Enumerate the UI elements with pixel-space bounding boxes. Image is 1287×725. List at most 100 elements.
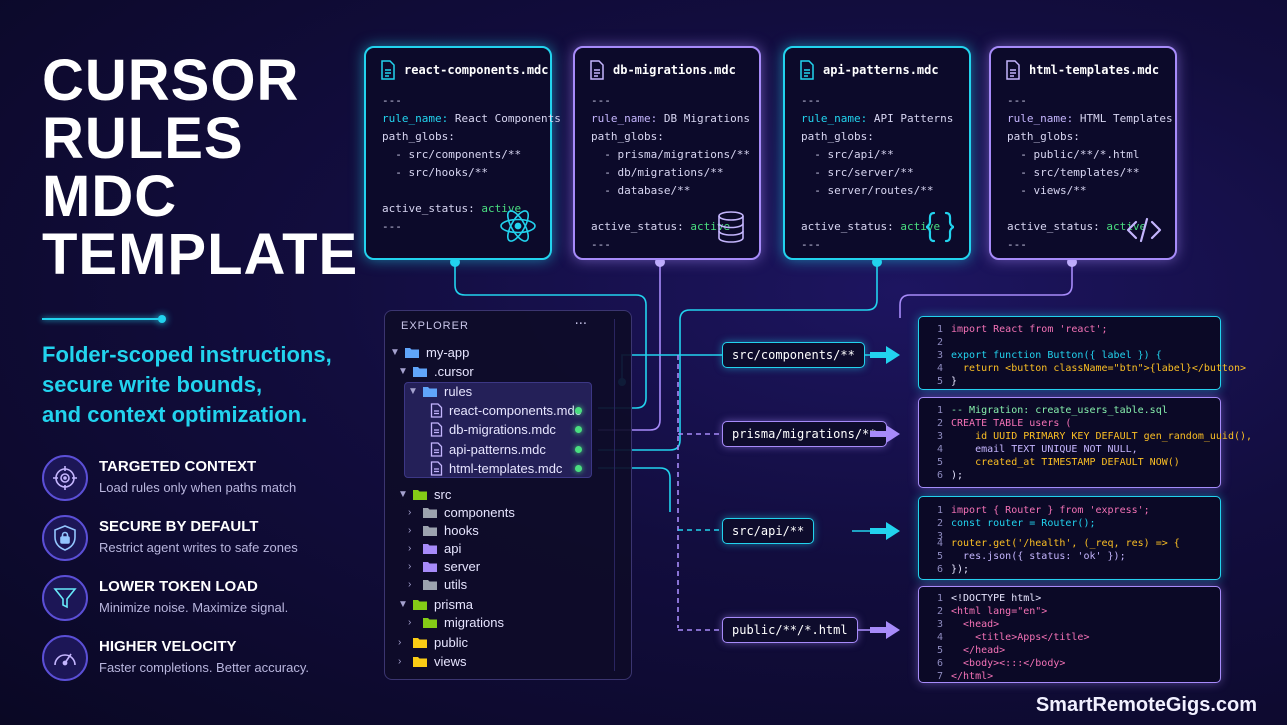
tree-label: db-migrations.mdc <box>449 421 556 437</box>
tree-item-components[interactable]: › components <box>408 503 515 521</box>
file-icon <box>430 402 443 418</box>
folder-icon <box>423 617 437 628</box>
explorer-header: EXPLORER <box>401 320 469 332</box>
tree-item-react-components-mdc[interactable]: react-components.mdc <box>430 401 581 419</box>
card-filename: api-patterns.mdc <box>823 63 939 77</box>
glob-pill-public-html[interactable]: public/**/*.html <box>722 617 858 643</box>
shield-lock-icon <box>42 515 88 561</box>
tree-item-html-templates-mdc[interactable]: html-templates.mdc <box>430 459 562 477</box>
folder-icon <box>423 579 437 590</box>
code-tag-icon <box>1125 216 1163 248</box>
tree-item-public[interactable]: ›public <box>398 633 468 651</box>
code-line: 3 id UUID PRIMARY KEY DEFAULT gen_random… <box>936 431 1253 442</box>
chevron-right-icon: › <box>408 560 412 572</box>
code-line: 4 email TEXT UNIQUE NOT NULL, <box>936 444 1138 455</box>
subtitle-line: and context optimization. <box>42 402 308 427</box>
tree-item-my-app[interactable]: ▼my-app <box>390 343 469 361</box>
title-line: TEMPLATE <box>42 222 359 287</box>
code-line: 5} <box>936 376 958 387</box>
glob-pill-src-api[interactable]: src/api/** <box>722 518 815 544</box>
feature-targeted-context: TARGETED CONTEXT Load rules only when pa… <box>42 455 352 503</box>
folder-icon <box>423 543 437 554</box>
code-line: 5 created_at TIMESTAMP DEFAULT NOW() <box>936 457 1180 468</box>
tree-item-cursor[interactable]: ▼ .cursor <box>398 362 474 380</box>
explorer-scrollbar[interactable] <box>614 319 615 671</box>
tree-item-utils[interactable]: ›utils <box>408 575 467 593</box>
tree-label: public <box>434 634 468 650</box>
card-frontmatter: --- rule_name: React Components path_glo… <box>382 94 561 233</box>
glob-pill-prisma-migrations[interactable]: prisma/migrations/** <box>722 421 887 447</box>
react-icon <box>498 208 538 248</box>
tree-item-hooks[interactable]: ›hooks <box>408 521 479 539</box>
subtitle: Folder-scoped instructions, secure write… <box>42 340 362 430</box>
funnel-icon <box>42 575 88 621</box>
tree-item-api-patterns-mdc[interactable]: api-patterns.mdc <box>430 440 546 458</box>
tree-label: utils <box>444 576 468 592</box>
chevron-right-icon: › <box>408 524 412 536</box>
folder-open-icon <box>423 386 437 397</box>
tree-label: components <box>444 504 515 520</box>
code-line: 1<!DOCTYPE html> <box>936 593 1042 604</box>
tree-item-rules[interactable]: ▼rules <box>408 382 472 400</box>
feature-higher-velocity: HIGHER VELOCITY Faster completions. Bett… <box>42 635 352 683</box>
folder-icon <box>423 561 437 572</box>
arrow-right-icon <box>870 346 900 364</box>
chevron-right-icon: › <box>408 542 412 554</box>
card-frontmatter: --- rule_name: API Patterns path_globs: … <box>801 94 954 251</box>
tree-item-src[interactable]: ▼src <box>398 485 451 503</box>
code-line: 6); <box>936 470 964 481</box>
card-frontmatter: --- rule_name: HTML Templates path_globs… <box>1007 94 1173 251</box>
feature-desc: Restrict agent writes to safe zones <box>99 540 298 555</box>
tree-label: api-patterns.mdc <box>449 441 546 457</box>
file-icon <box>590 60 604 80</box>
glob-pill-src-components[interactable]: src/components/** <box>722 342 865 368</box>
tree-item-db-migrations-mdc[interactable]: db-migrations.mdc <box>430 420 556 438</box>
code-panel-html: 1<!DOCTYPE html> 2<html lang="en"> 3 <he… <box>918 586 1221 683</box>
folder-open-icon <box>413 366 427 377</box>
subtitle-line: secure write bounds, <box>42 372 263 397</box>
file-icon <box>430 441 443 457</box>
tree-label: .cursor <box>434 363 474 379</box>
brand-watermark[interactable]: SmartRemoteGigs.com <box>1035 694 1257 716</box>
explorer-menu-button[interactable]: ··· <box>574 317 587 332</box>
feature-lower-token-load: LOWER TOKEN LOAD Minimize noise. Maximiz… <box>42 575 352 623</box>
tree-item-server[interactable]: ›server <box>408 557 480 575</box>
card-filename: html-templates.mdc <box>1029 63 1160 77</box>
folder-icon <box>413 656 427 667</box>
target-icon <box>42 455 88 501</box>
code-line: 3 <head> <box>936 619 1000 630</box>
file-icon <box>430 460 443 476</box>
chevron-down-icon: ▼ <box>398 488 408 500</box>
mdc-card-html-templates[interactable]: html-templates.mdc --- rule_name: HTML T… <box>989 46 1177 260</box>
feature-title: TARGETED CONTEXT <box>99 458 257 475</box>
speedometer-icon <box>42 635 88 681</box>
chevron-down-icon: ▼ <box>398 598 408 610</box>
folder-icon <box>413 599 427 610</box>
code-line: 5 res.json({ status: 'ok' }); <box>936 551 1126 562</box>
tree-item-prisma[interactable]: ▼prisma <box>398 595 473 613</box>
code-line: 6}); <box>936 564 970 575</box>
code-line: 4 return <button className="btn">{label}… <box>936 363 1247 374</box>
tree-label: react-components.mdc <box>449 402 582 418</box>
mdc-card-db-migrations[interactable]: db-migrations.mdc --- rule_name: DB Migr… <box>573 46 761 260</box>
tree-item-views[interactable]: ›views <box>398 652 467 670</box>
feature-desc: Load rules only when paths match <box>99 480 297 495</box>
feature-secure-by-default: SECURE BY DEFAULT Restrict agent writes … <box>42 515 352 563</box>
feature-title: HIGHER VELOCITY <box>99 638 237 655</box>
tree-item-api[interactable]: ›api <box>408 539 461 557</box>
tree-item-migrations[interactable]: ›migrations <box>408 613 504 631</box>
mdc-card-api-patterns[interactable]: api-patterns.mdc --- rule_name: API Patt… <box>783 46 971 260</box>
card-filename: react-components.mdc <box>404 63 549 77</box>
title-underline <box>42 315 166 323</box>
mdc-card-react-components[interactable]: react-components.mdc --- rule_name: Reac… <box>364 46 561 260</box>
chevron-right-icon: › <box>408 506 412 518</box>
active-status-dot <box>575 426 582 433</box>
chevron-down-icon: ▼ <box>398 365 408 377</box>
feature-title: LOWER TOKEN LOAD <box>99 578 258 595</box>
